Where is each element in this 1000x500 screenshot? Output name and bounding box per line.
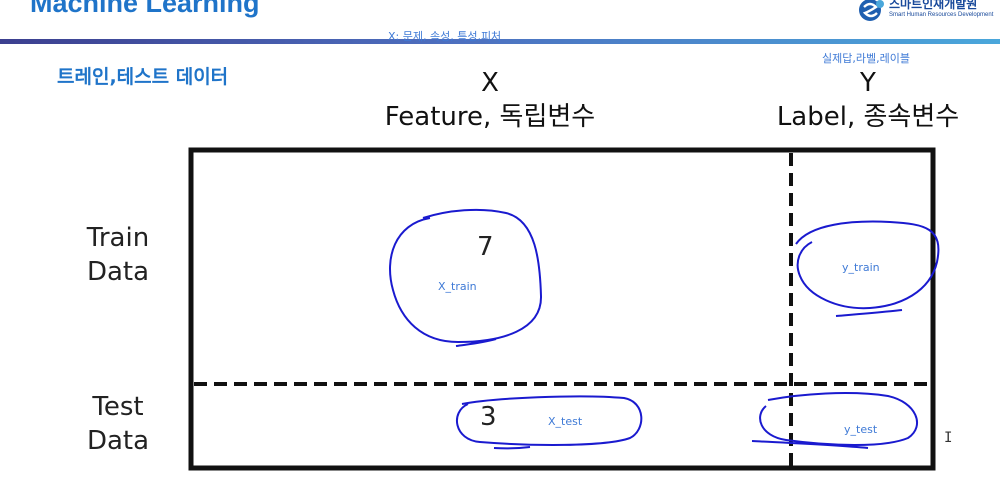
logo-subtext: Smart Human Resources Development: [889, 12, 994, 18]
y-column-heading: Y Label, 종속변수: [758, 66, 978, 134]
train-data-word: Data: [86, 257, 150, 287]
y-annotation-note: 실제답,라벨,레이블: [822, 52, 910, 65]
x-test-circle: [456, 395, 643, 450]
train-row-heading: Train Data: [68, 221, 168, 289]
y-test-label: y_test: [844, 423, 878, 436]
y-label-label: Label, 종속변수: [776, 102, 960, 132]
x-train-label: X_train: [438, 280, 477, 293]
data-table-border: [188, 147, 936, 471]
train-word: Train: [86, 223, 150, 253]
test-data-word: Data: [86, 426, 150, 456]
y-train-circle: [795, 220, 940, 317]
x-annotation-note: X: 문제, 속성, 특성,피처: [388, 30, 502, 43]
x-column-heading: X Feature, 독립변수: [370, 66, 610, 134]
logo-icon: [859, 0, 884, 21]
page-title: Machine Learning: [30, 0, 260, 18]
logo-text: 스마트인재개발원: [889, 0, 978, 11]
slide-subtitle: 트레인,테스트 데이터: [57, 66, 229, 88]
header-divider: [0, 39, 1000, 44]
test-row-heading: Test Data: [68, 390, 168, 458]
y-train-label: y_train: [842, 261, 880, 274]
y-symbol: Y: [860, 68, 876, 98]
train-count: 7: [477, 232, 494, 262]
x-feature-label: Feature, 독립변수: [384, 102, 596, 132]
test-word: Test: [92, 392, 144, 422]
text-cursor-icon: I: [944, 430, 953, 446]
test-count: 3: [480, 402, 497, 432]
x-symbol: X: [481, 68, 499, 98]
x-train-circle: [389, 208, 543, 347]
y-test-circle: [751, 392, 919, 449]
x-test-label: X_test: [548, 415, 583, 428]
